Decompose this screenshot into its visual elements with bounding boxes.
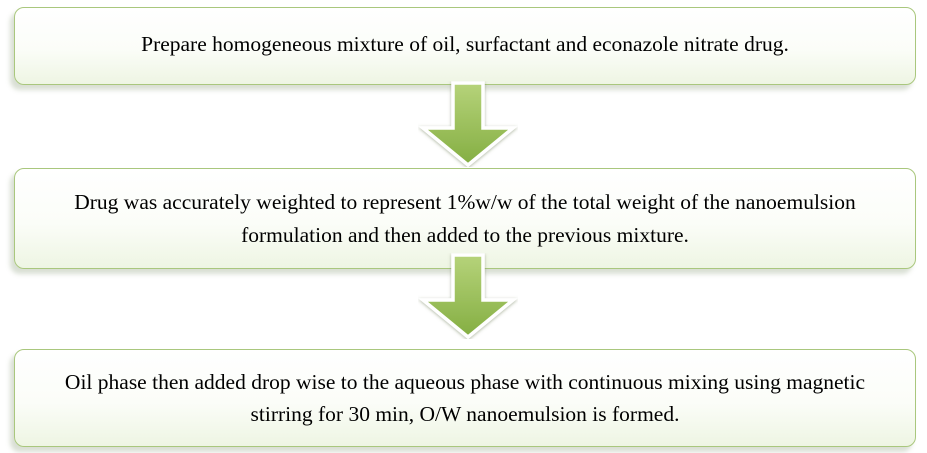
flow-step-1-text: Prepare homogeneous mixture of oil, surf… bbox=[141, 31, 789, 56]
down-arrow-icon bbox=[418, 81, 518, 167]
flow-step-3-box: Oil phase then added drop wise to the aq… bbox=[14, 349, 916, 447]
flow-step-3-text: Oil phase then added drop wise to the aq… bbox=[64, 369, 866, 426]
flow-step-1-box: Prepare homogeneous mixture of oil, surf… bbox=[14, 7, 916, 85]
down-arrow-icon bbox=[418, 253, 518, 339]
flow-step-2-text: Drug was accurately weighted to represen… bbox=[74, 190, 856, 247]
flow-step-2-box: Drug was accurately weighted to represen… bbox=[14, 168, 916, 269]
